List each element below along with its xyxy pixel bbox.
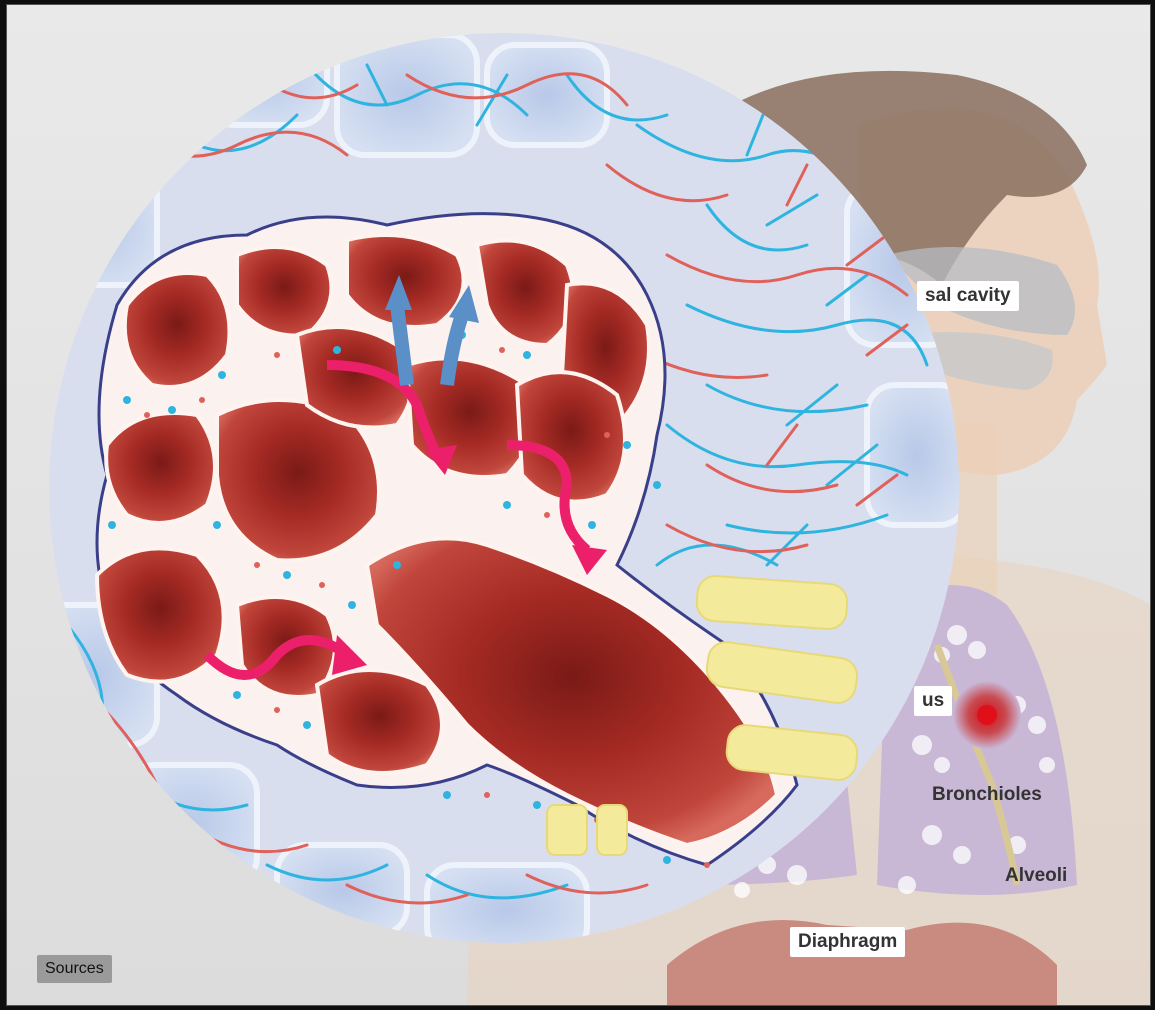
alveolus: [106, 413, 215, 523]
sources-button[interactable]: Sources: [37, 955, 112, 983]
label-alveoli: Alveoli: [1005, 865, 1067, 887]
alveolus: [97, 548, 224, 681]
label-diaphragm: Diaphragm: [790, 927, 905, 957]
label-bronchus: us: [914, 686, 952, 716]
label-bronchioles: Bronchioles: [932, 784, 1042, 806]
diagram-frame: sal cavity us Bronchioles Alveoli Diaphr…: [6, 4, 1151, 1006]
label-nasal-cavity: sal cavity: [917, 281, 1019, 311]
alveolus: [347, 235, 464, 327]
respiratory-diagram: [7, 5, 1150, 1005]
highlight-dot: [977, 705, 997, 725]
alveolus: [317, 670, 442, 773]
alveolus: [125, 273, 230, 387]
alveolus: [237, 247, 332, 336]
co2-arrow: [397, 305, 407, 385]
